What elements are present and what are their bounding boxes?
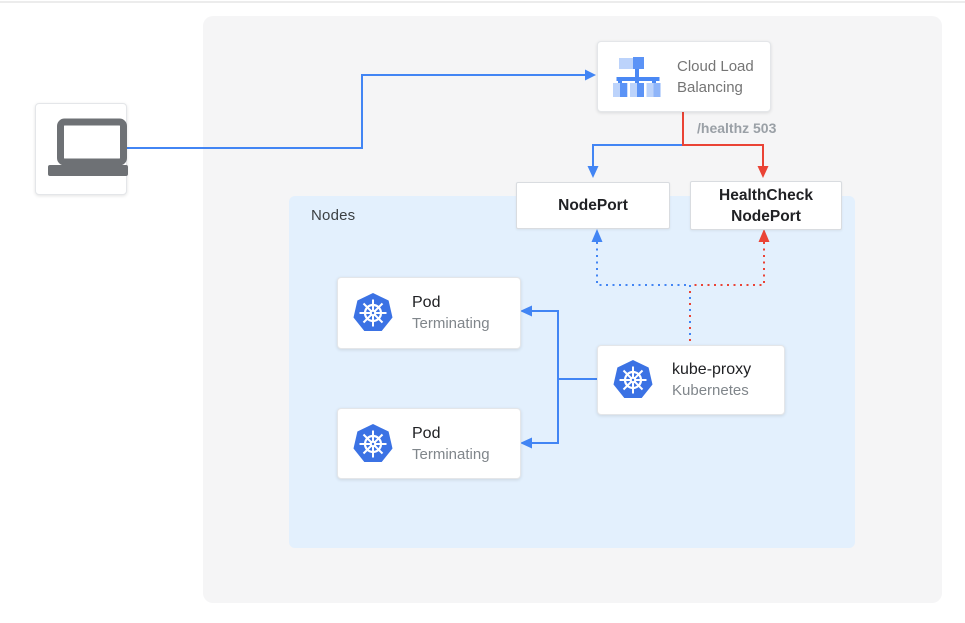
kubernetes-icon — [353, 423, 393, 462]
kube-proxy-card: kube-proxy Kubernetes — [597, 345, 785, 415]
cloud-load-balancing-card: Cloud Load Balancing — [597, 41, 771, 112]
pod-card-1: Pod Terminating — [337, 277, 521, 349]
nodeport-label: NodePort — [558, 197, 628, 214]
pod-card-2: Pod Terminating — [337, 408, 521, 479]
laptop-icon — [48, 118, 128, 176]
pod-status: Terminating — [412, 445, 490, 463]
pod-status: Terminating — [412, 315, 490, 332]
kubernetes-icon — [353, 293, 393, 331]
healthcheck-nodeport-label-line1: HealthCheck — [719, 186, 813, 204]
load-balancer-icon — [613, 56, 661, 97]
kube-proxy-title: kube-proxy — [672, 361, 752, 378]
top-divider-line — [0, 1, 965, 3]
kubernetes-icon — [613, 360, 653, 398]
healthcheck-nodeport-box: HealthCheck NodePort — [690, 181, 842, 230]
client-laptop-card — [35, 103, 128, 195]
cloud-load-balancing-label: Cloud Load Balancing — [677, 56, 754, 98]
healthz-503-label: /healthz 503 — [697, 120, 777, 136]
pod-title: Pod — [412, 294, 441, 311]
healthcheck-nodeport-label-line2: NodePort — [731, 207, 801, 225]
cloud-load-balancing-label-line2: Balancing — [677, 78, 743, 96]
kube-proxy-subtitle: Kubernetes — [672, 382, 749, 399]
nodeport-box: NodePort — [516, 182, 670, 229]
nodes-label: Nodes — [311, 207, 356, 224]
pod-title: Pod — [412, 424, 441, 442]
cloud-load-balancing-label-line1: Cloud Load — [677, 57, 754, 75]
